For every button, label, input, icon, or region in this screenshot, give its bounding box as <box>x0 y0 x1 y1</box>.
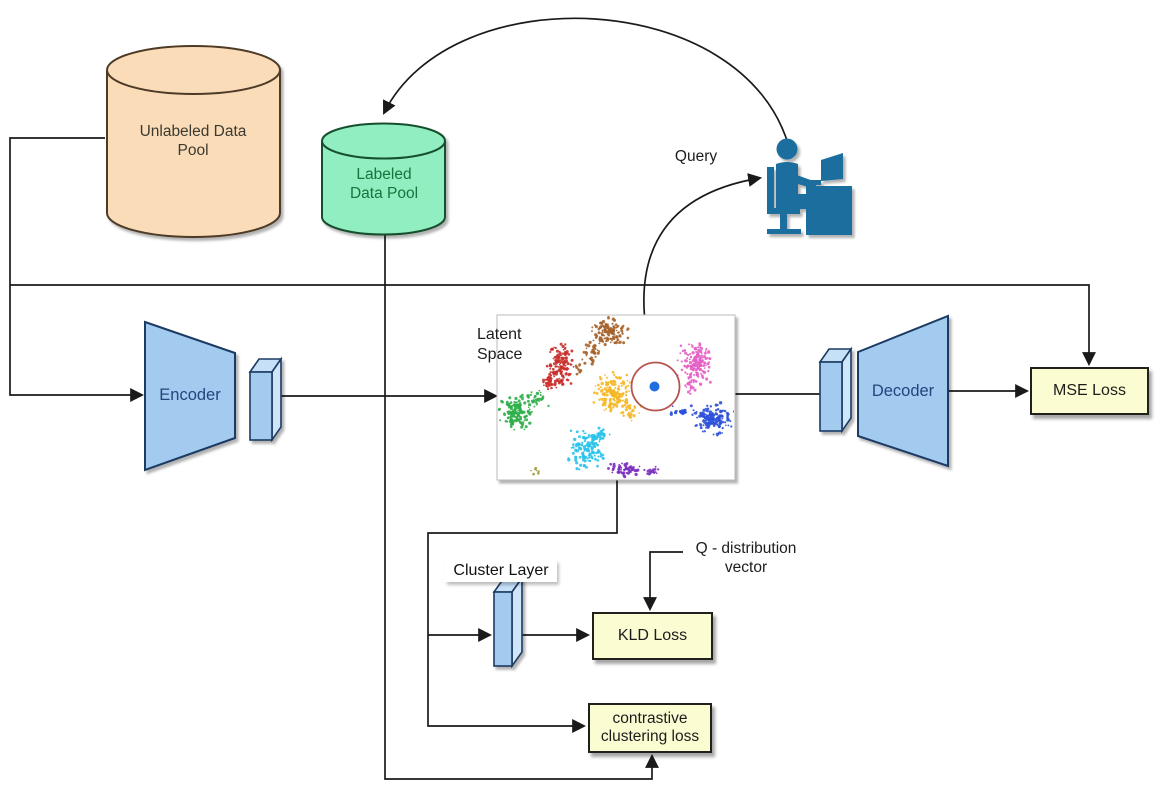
cluster-layer-bar <box>492 575 524 669</box>
query-point <box>649 381 660 392</box>
person-at-computer-icon <box>767 138 852 235</box>
encoder-label: Encoder <box>159 386 221 404</box>
q-distribution-vector-label: Q - distribution vector <box>695 540 797 577</box>
edge-labeled-pool-to-contrastive-loss <box>384 235 659 780</box>
labeled-data-pool-cylinder <box>321 122 446 236</box>
edge-input-to-mse-loss <box>10 284 1096 367</box>
edge-qdistribution-to-kld-loss <box>643 551 683 612</box>
edge-latent-to-contrastive-loss <box>427 478 618 733</box>
kld-loss-box: KLD Loss <box>592 612 713 660</box>
edge-unlabeled-to-encoder <box>9 137 145 402</box>
decoder-label: Decoder <box>871 382 935 400</box>
edge-oracle-to-labeled-pool <box>383 17 790 148</box>
unlabeled-data-pool-cylinder <box>106 45 281 238</box>
cluster-layer-label: Cluster Layer <box>445 560 557 582</box>
unlabeled-data-pool-label: Unlabeled Data Pool <box>139 123 247 160</box>
latent-space-label: Latent Space <box>477 326 523 363</box>
decoder-trapezoid <box>857 314 949 468</box>
query-label: Query <box>674 148 718 165</box>
labeled-data-pool-label: Labeled Data Pool <box>349 166 419 203</box>
encoder-trapezoid <box>144 320 236 472</box>
encoder-output-bar <box>248 356 283 443</box>
contrastive-clustering-loss-box: contrastive clustering loss <box>588 703 712 753</box>
mse-loss-box: MSE Loss <box>1030 367 1149 415</box>
latent-space-scatter <box>498 316 734 479</box>
decoder-input-bar <box>818 346 853 434</box>
query-selection-circle <box>630 361 681 412</box>
